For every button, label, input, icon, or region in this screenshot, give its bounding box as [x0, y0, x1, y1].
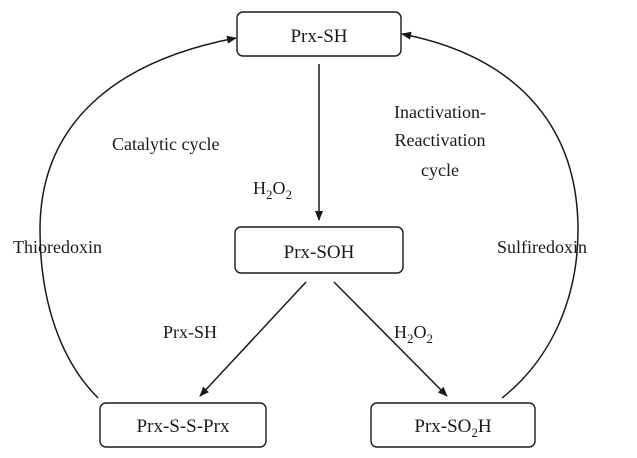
label-catalytic-cycle: Catalytic cycle [112, 134, 219, 154]
label-inactivation-line3: cycle [421, 160, 459, 180]
h2o2-right-h: H [394, 322, 407, 342]
arrow-prx-soh-to-prx-ssprx [199, 281, 307, 397]
node-prx-ssprx-label: Prx-S-S-Prx [137, 416, 230, 437]
h2o2-top-o: O [273, 178, 286, 198]
label-sulfiredoxin: Sulfiredoxin [497, 237, 587, 257]
arrow-prx-soh-to-prx-so2h [333, 281, 448, 397]
node-prx-sh: Prx-SH [236, 11, 402, 57]
node-prx-so2h-label: Prx-SO2H [414, 416, 492, 440]
label-h2o2-right: H2O2 [394, 322, 433, 346]
node-prx-ssprx: Prx-S-S-Prx [99, 402, 267, 448]
label-inactivation-line1: Inactivation- [394, 102, 486, 122]
node-prx-so2h: Prx-SO2H [370, 402, 536, 448]
node-prx-sh-label: Prx-SH [290, 26, 347, 47]
h2o2-right-o: O [414, 322, 427, 342]
label-thioredoxin: Thioredoxin [13, 237, 102, 257]
arrow-thioredoxin-cycle [39, 35, 237, 399]
prx-so2h-sub: 2 [471, 425, 478, 440]
label-prx-sh-edge: Prx-SH [163, 322, 217, 342]
label-h2o2-top: H2O2 [253, 178, 292, 202]
label-inactivation-line2: Reactivation [395, 130, 486, 150]
node-prx-soh: Prx-SOH [234, 226, 404, 274]
prx-so2h-main: Prx-SO [414, 416, 471, 437]
h2o2-right-sub2: 2 [427, 331, 434, 346]
h2o2-right-sub1: 2 [407, 331, 414, 346]
node-prx-soh-label: Prx-SOH [284, 242, 355, 263]
prx-so2h-end: H [478, 416, 492, 437]
h2o2-top-sub1: 2 [266, 187, 273, 202]
h2o2-top-h: H [253, 178, 266, 198]
arrow-sulfiredoxin-cycle [401, 31, 579, 399]
h2o2-top-sub2: 2 [286, 187, 293, 202]
